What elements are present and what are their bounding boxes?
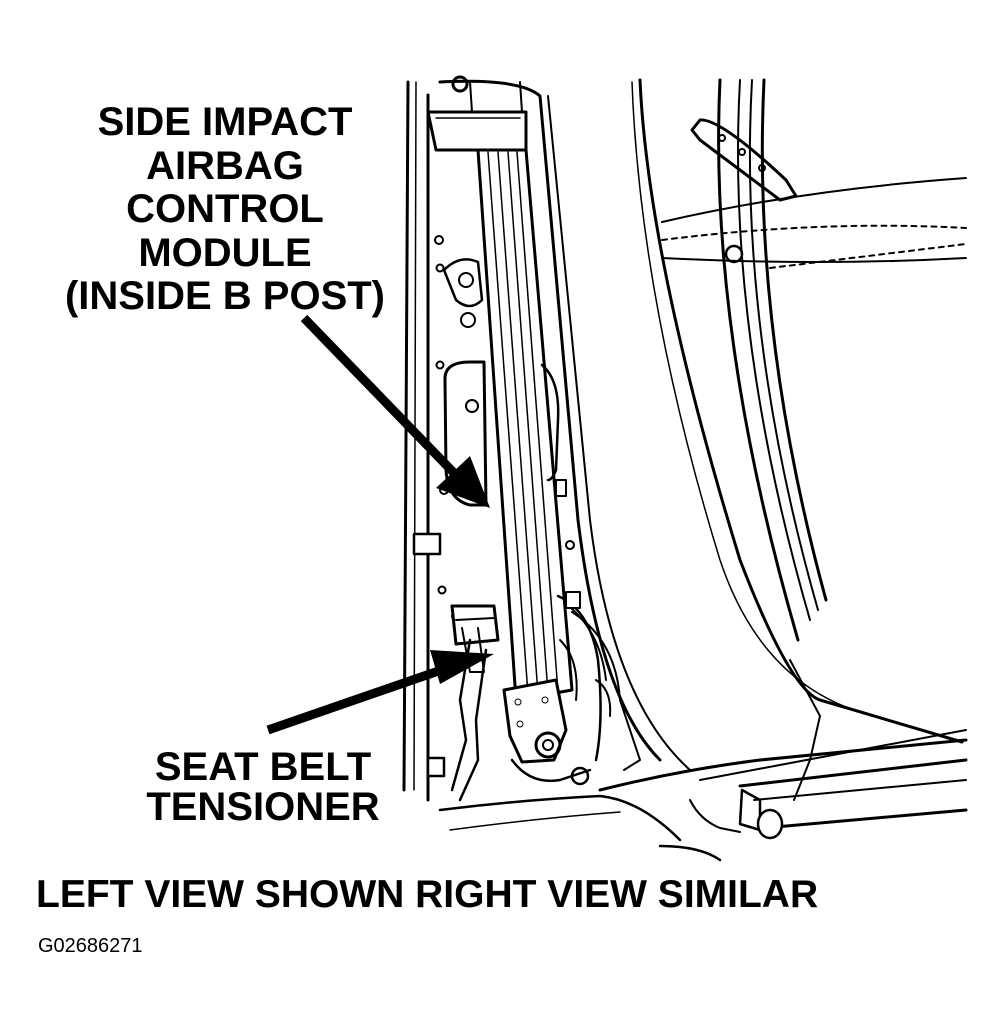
flange-clips — [412, 532, 446, 778]
callout-line: TENSIONER — [146, 785, 380, 829]
callout-line: SIDE IMPACT — [97, 100, 353, 144]
figure-caption: LEFT VIEW SHOWN RIGHT VIEW SIMILAR — [36, 873, 819, 916]
side-impact-airbag-module-label: SIDE IMPACT AIRBAG CONTROL MODULE (INSID… — [40, 102, 410, 320]
callout-line: (INSIDE B POST) — [64, 274, 386, 318]
retractor-wiring — [556, 591, 641, 771]
callout-arrow-tensioner — [266, 650, 494, 735]
shoulder-belt — [690, 78, 828, 642]
callout-arrow-module — [300, 314, 490, 508]
belt-anchor-plate — [502, 678, 592, 786]
seat-belt-tensioner-label: SEAT BELT TENSIONER — [118, 747, 408, 827]
callout-line: AIRBAG — [146, 143, 304, 188]
floor-edge — [438, 794, 722, 862]
callout-line: MODULE — [138, 230, 312, 275]
door-sill — [598, 659, 968, 840]
seat-belt-tensioner — [450, 604, 500, 802]
callout-line: CONTROL — [126, 187, 324, 231]
upper-bracket — [426, 75, 528, 152]
callout-line: SEAT BELT — [154, 745, 372, 789]
figure-id: G02686271 — [38, 935, 143, 957]
seat-back-edge — [661, 177, 967, 269]
seat-belt-webbing — [476, 148, 574, 702]
